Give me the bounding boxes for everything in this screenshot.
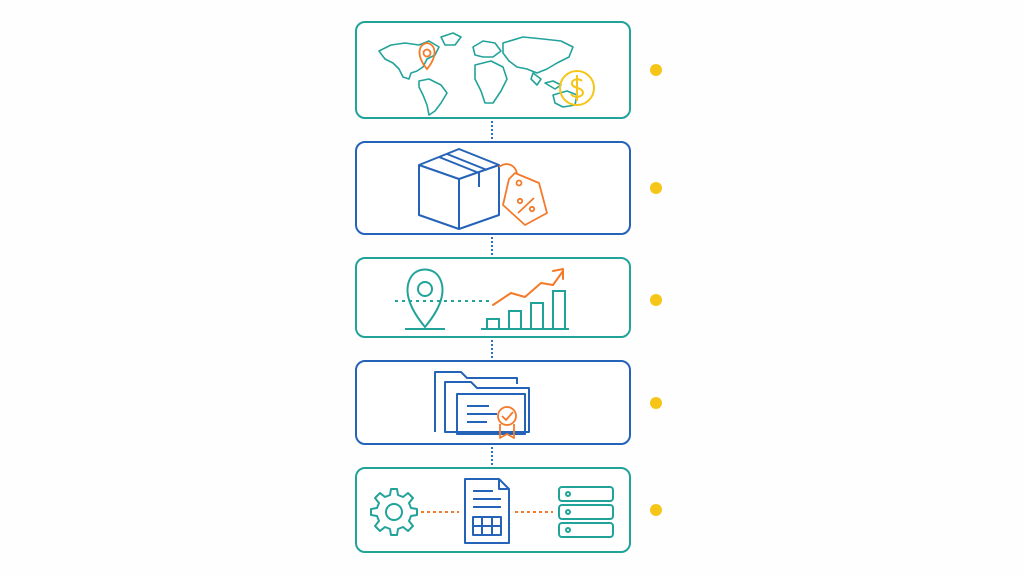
package-box-icon (418, 148, 548, 230)
certificate-document-icon (497, 406, 517, 439)
step-dot-2 (650, 182, 662, 194)
server-icon (558, 486, 614, 538)
location-pin-icon (418, 42, 436, 71)
step-dot-1 (650, 64, 662, 76)
dollar-coin-icon (559, 70, 595, 106)
growth-chart-icon (481, 290, 569, 330)
connector-4-5 (491, 447, 493, 465)
step-dot-4 (650, 397, 662, 409)
step-dot-5 (650, 504, 662, 516)
folder-icon (434, 371, 530, 439)
world-map-icon (378, 32, 595, 116)
step-card-1 (355, 21, 631, 119)
step-card-2 (355, 141, 631, 235)
step-card-3 (355, 257, 631, 338)
step-dot-3 (650, 294, 662, 306)
step-card-5 (355, 467, 631, 553)
location-pin-icon (395, 268, 569, 330)
connector-2-3 (491, 237, 493, 255)
gear-icon (370, 478, 614, 544)
connector-3-4 (491, 340, 493, 358)
step-card-4 (355, 360, 631, 445)
spreadsheet-document-icon (464, 478, 510, 544)
connector-1-2 (491, 121, 493, 139)
discount-tag-icon (498, 163, 548, 226)
